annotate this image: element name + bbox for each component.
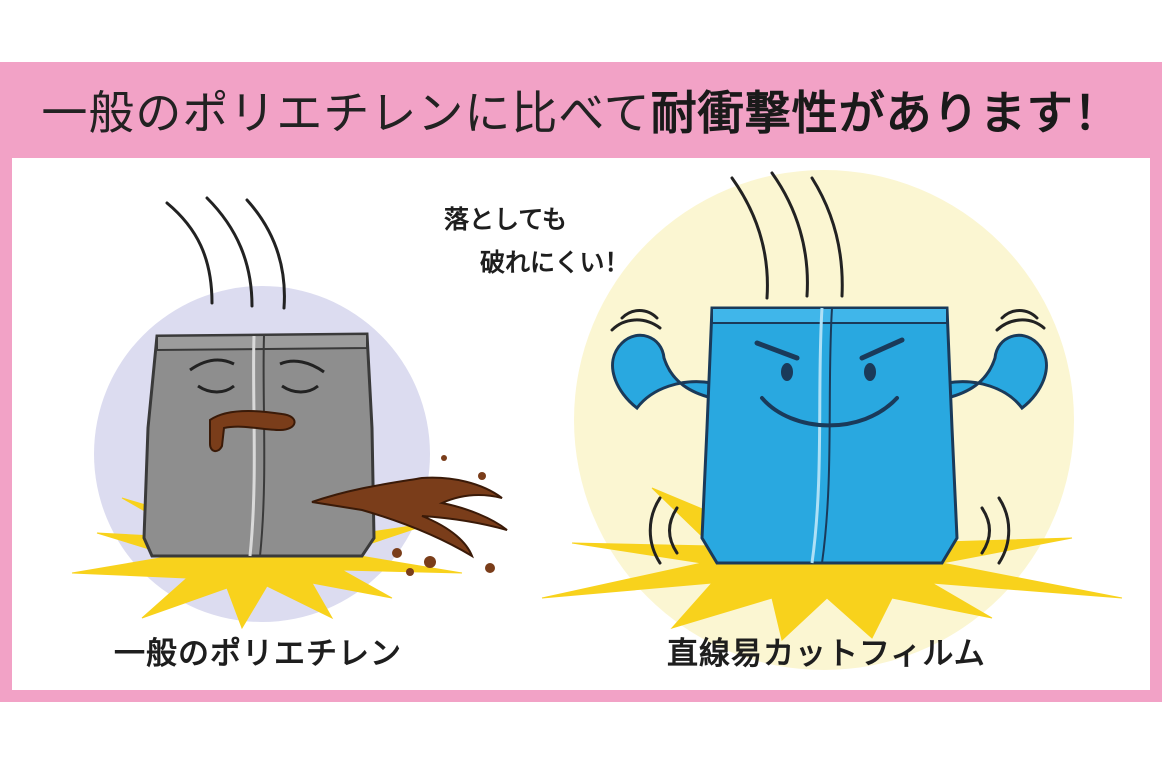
illustration-panel: 落としても 破れにくい！ 一般のポリエチレン 直線易カットフィルム [12,158,1150,690]
gray-bag-character [142,332,508,576]
headline-banner: 一般のポリエチレンに比べて 耐衝撃性があります！ [0,62,1162,158]
headline-normal-text: 一般のポリエチレンに比べて [41,86,651,140]
left-fall-lines [165,196,286,310]
speech-line-2: 破れにくい！ [480,248,630,277]
comparison-illustration [71,170,1123,670]
right-caption: 直線易カットフィルム [667,636,986,672]
speech-line-1: 落としても [444,205,568,234]
headline-bold-text: 耐衝撃性があります！ [650,86,1121,140]
blue-bag-character [610,306,1048,565]
left-caption: 一般のポリエチレン [114,636,402,672]
right-fall-lines [730,171,844,300]
